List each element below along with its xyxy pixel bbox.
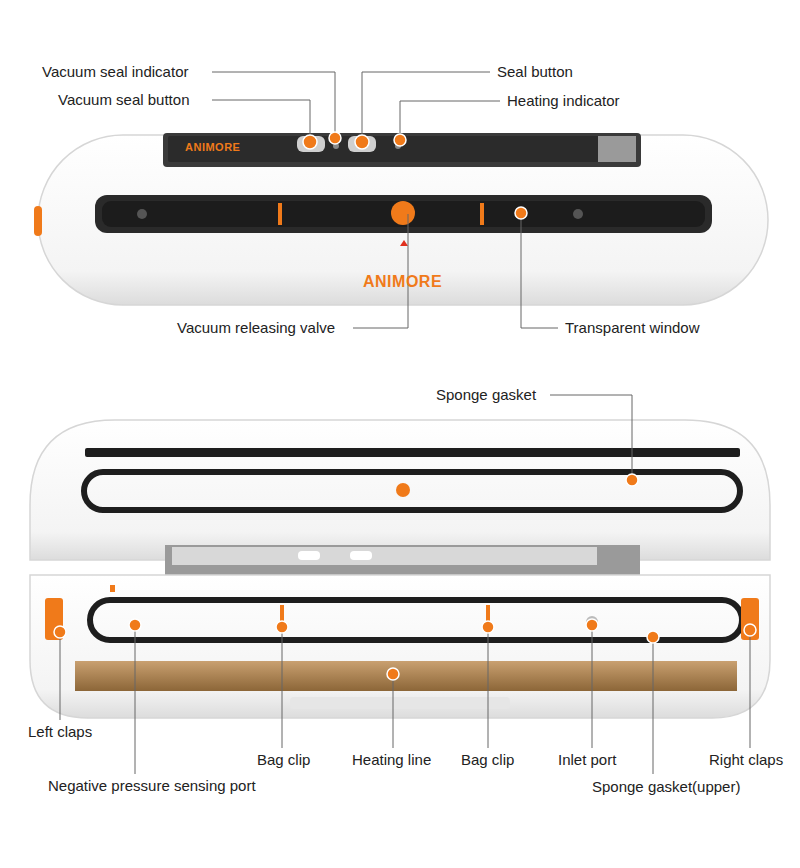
part-label: Right claps [709,751,783,769]
part-label: Heating indicator [507,92,620,110]
part-label: Sponge gasket [436,386,536,404]
part-label: Bag clip [461,751,514,769]
part-label: Heating line [352,751,431,769]
part-label: Sponge gasket(upper) [592,778,740,796]
part-label: Vacuum seal indicator [42,63,188,81]
part-label: Vacuum releasing valve [177,319,335,337]
part-label: Bag clip [257,751,310,769]
part-label: Vacuum seal button [58,91,189,109]
part-label: Left claps [28,723,92,741]
part-label: Inlet port [558,751,616,769]
part-label: Seal button [497,63,573,81]
part-label: Negative pressure sensing port [48,777,256,795]
part-label: Transparent window [565,319,700,337]
brand-logo: ANIMORE [185,140,240,154]
brand-logo: ANIMORE [363,272,442,291]
